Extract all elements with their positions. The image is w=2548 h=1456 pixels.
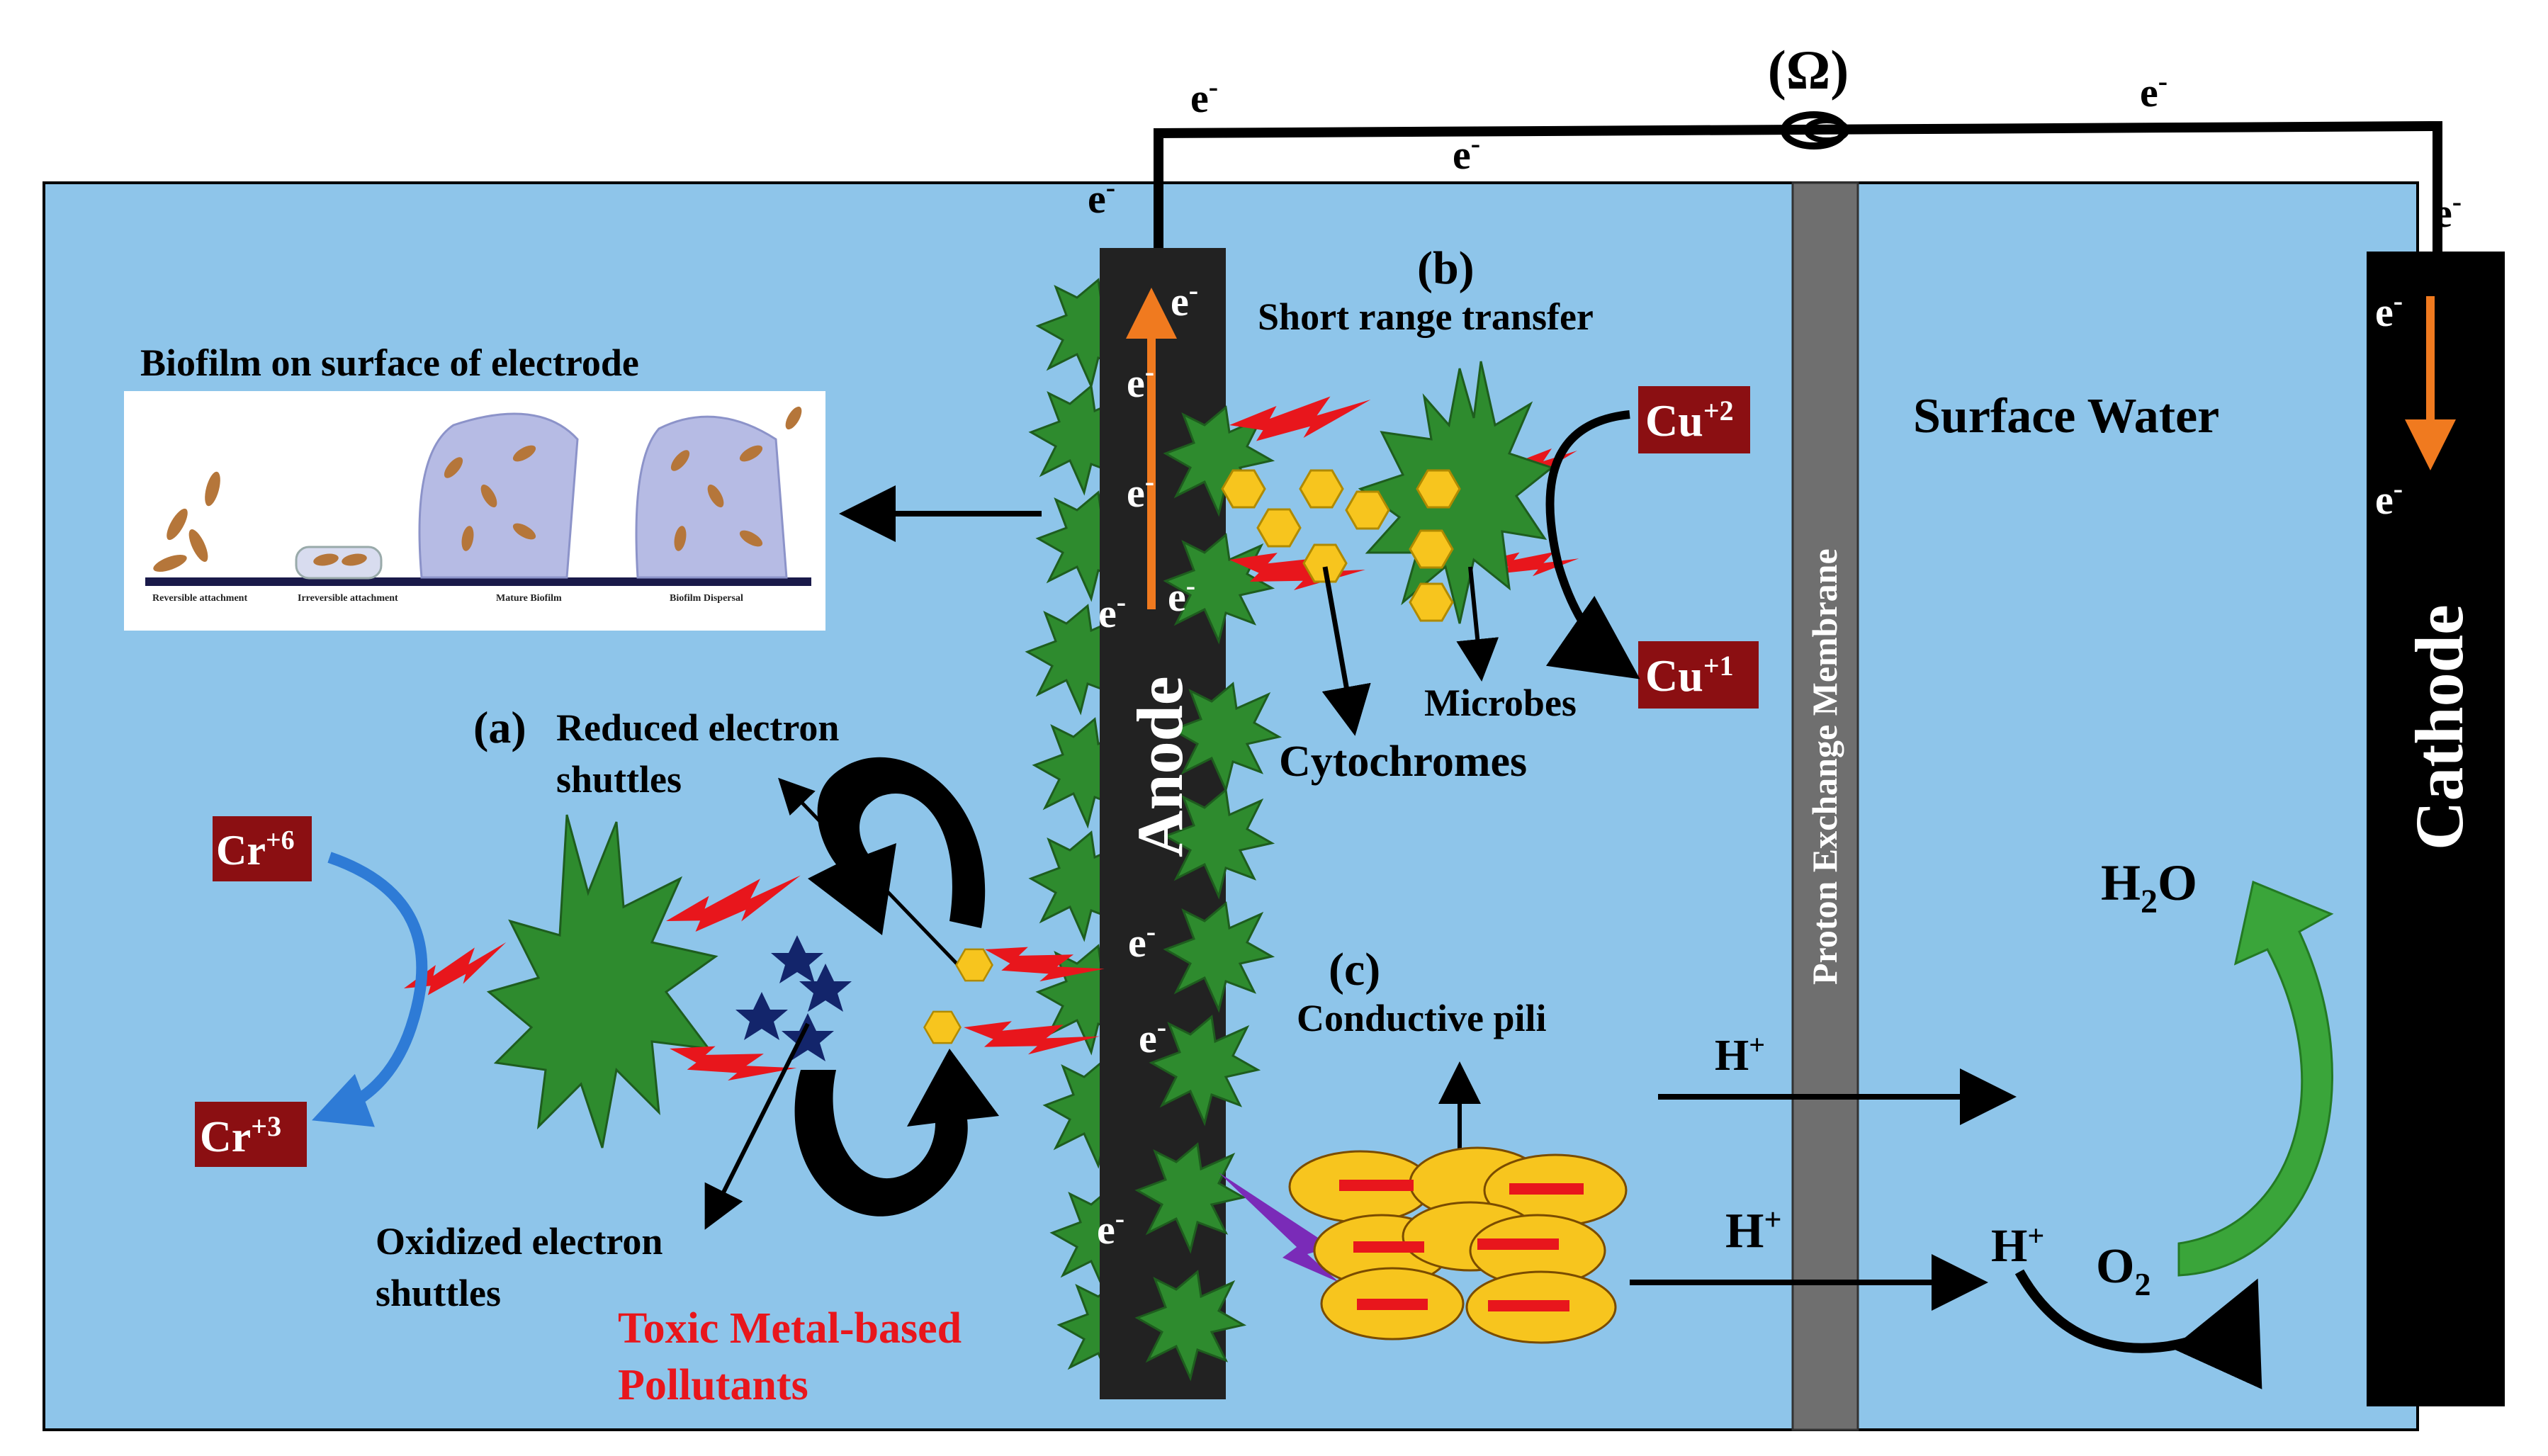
electron-labels-white: e- e- e- e- e- e- e- e- e- e- <box>1097 274 2403 1253</box>
oxygen-label: O2 <box>2096 1239 2150 1302</box>
svg-text:e-: e- <box>1453 128 1480 178</box>
label-a: (a) <box>473 702 526 752</box>
water-label: H2O <box>2101 854 2197 920</box>
svg-text:e-: e- <box>1088 171 1115 222</box>
proton-label-1: H+ <box>1715 1029 1765 1080</box>
pili-connector <box>1219 1173 1339 1282</box>
water-chamber <box>43 181 2419 1431</box>
conductive-pili-label: Conductive pili <box>1297 997 1547 1039</box>
svg-text:e-: e- <box>1168 570 1195 620</box>
reduced-shuttles-line1: Reduced electron <box>556 706 839 749</box>
surface-water-label: Surface Water <box>1913 389 2219 444</box>
cytochromes-pointer <box>1321 566 1371 736</box>
cr6-badge: Cr+6 <box>213 816 312 881</box>
biofilm-stage-4: Biofilm Dispersal <box>670 593 743 604</box>
pili-bars <box>1339 1180 1584 1311</box>
microbes-label: Microbes <box>1424 682 1577 724</box>
label-c: (c) <box>1329 944 1380 995</box>
cu2-badge: Cu+2 <box>1638 386 1750 453</box>
proton-exchange-membrane <box>1791 181 1859 1431</box>
svg-text:e-: e- <box>2434 186 2462 236</box>
biofilm-stage-2: Irreversible attachment <box>298 593 398 604</box>
cr3-badge: Cr+3 <box>195 1102 307 1167</box>
biofilm-stage-3: Mature Biofilm <box>496 593 562 604</box>
electron-labels: e- e- e- e- e- <box>1088 65 2462 236</box>
pollutants-line1: Toxic Metal-based <box>618 1304 962 1353</box>
proton-arrows <box>1630 1068 2017 1311</box>
svg-text:e-: e- <box>2375 473 2403 523</box>
svg-text:e-: e- <box>1127 465 1154 516</box>
svg-text:e-: e- <box>1127 356 1154 406</box>
biofilm-stage-1: Reversible attachment <box>152 593 247 604</box>
shuttle-cycle-upper-arrow <box>808 757 986 935</box>
biofilm-inset: Reversible attachment Irreversible attac… <box>124 391 825 631</box>
svg-text:e-: e- <box>2375 285 2403 335</box>
microbes-pointer <box>1456 566 1499 682</box>
label-b: (b) <box>1417 242 1475 294</box>
cathode-label: Cathode <box>2401 604 2477 850</box>
resistor-icon <box>1781 111 1849 149</box>
cu1-badge: Cu+1 <box>1638 641 1759 709</box>
biofilm-title: Biofilm on surface of electrode <box>140 342 639 384</box>
svg-text:Cu+2: Cu+2 <box>1645 395 1734 446</box>
short-range-label: Short range transfer <box>1258 295 1594 338</box>
svg-text:e-: e- <box>1171 274 1198 325</box>
svg-text:e-: e- <box>2140 65 2168 115</box>
pili-cells <box>1288 1146 1628 1344</box>
microbe-a <box>486 814 718 1149</box>
cr-redox-arrow <box>312 852 428 1127</box>
reduced-shuttles-line2: shuttles <box>556 758 682 801</box>
cu-redox-arrow <box>1545 410 1640 679</box>
svg-text:e-: e- <box>1190 71 1218 121</box>
svg-text:e-: e- <box>1128 915 1156 966</box>
anode-label: Anode <box>1124 676 1196 857</box>
svg-text:e-: e- <box>1098 586 1126 636</box>
svg-text:Cr+6: Cr+6 <box>216 825 295 874</box>
resistor-label: (Ω) <box>1768 39 1849 101</box>
proton-label-2: H+ <box>1725 1202 1782 1258</box>
svg-text:Cu+1: Cu+1 <box>1645 650 1734 701</box>
shuttle-cycle-lower-arrow <box>794 1049 999 1217</box>
external-circuit-wire <box>1154 120 2442 252</box>
o2-to-water-arrow <box>2177 880 2334 1277</box>
proton-label-3: H+ <box>1991 1220 2044 1272</box>
oxidized-shuttles-line2: shuttles <box>376 1272 501 1314</box>
oxidized-shuttles-line1: Oxidized electron <box>376 1220 663 1263</box>
anode-biofilm-right <box>1134 405 1283 1382</box>
oxidized-shuttles-pointer <box>704 1022 810 1230</box>
cytochromes-label: Cytochromes <box>1279 738 1527 786</box>
membrane-label: Proton Exchange Membrane <box>1805 548 1844 985</box>
svg-text:e-: e- <box>1097 1202 1124 1253</box>
pollutants-line2: Pollutants <box>618 1361 808 1409</box>
svg-text:e-: e- <box>1139 1011 1166 1061</box>
h-to-o2-arrow <box>2014 1269 2262 1389</box>
svg-text:Cr+3: Cr+3 <box>200 1110 281 1161</box>
